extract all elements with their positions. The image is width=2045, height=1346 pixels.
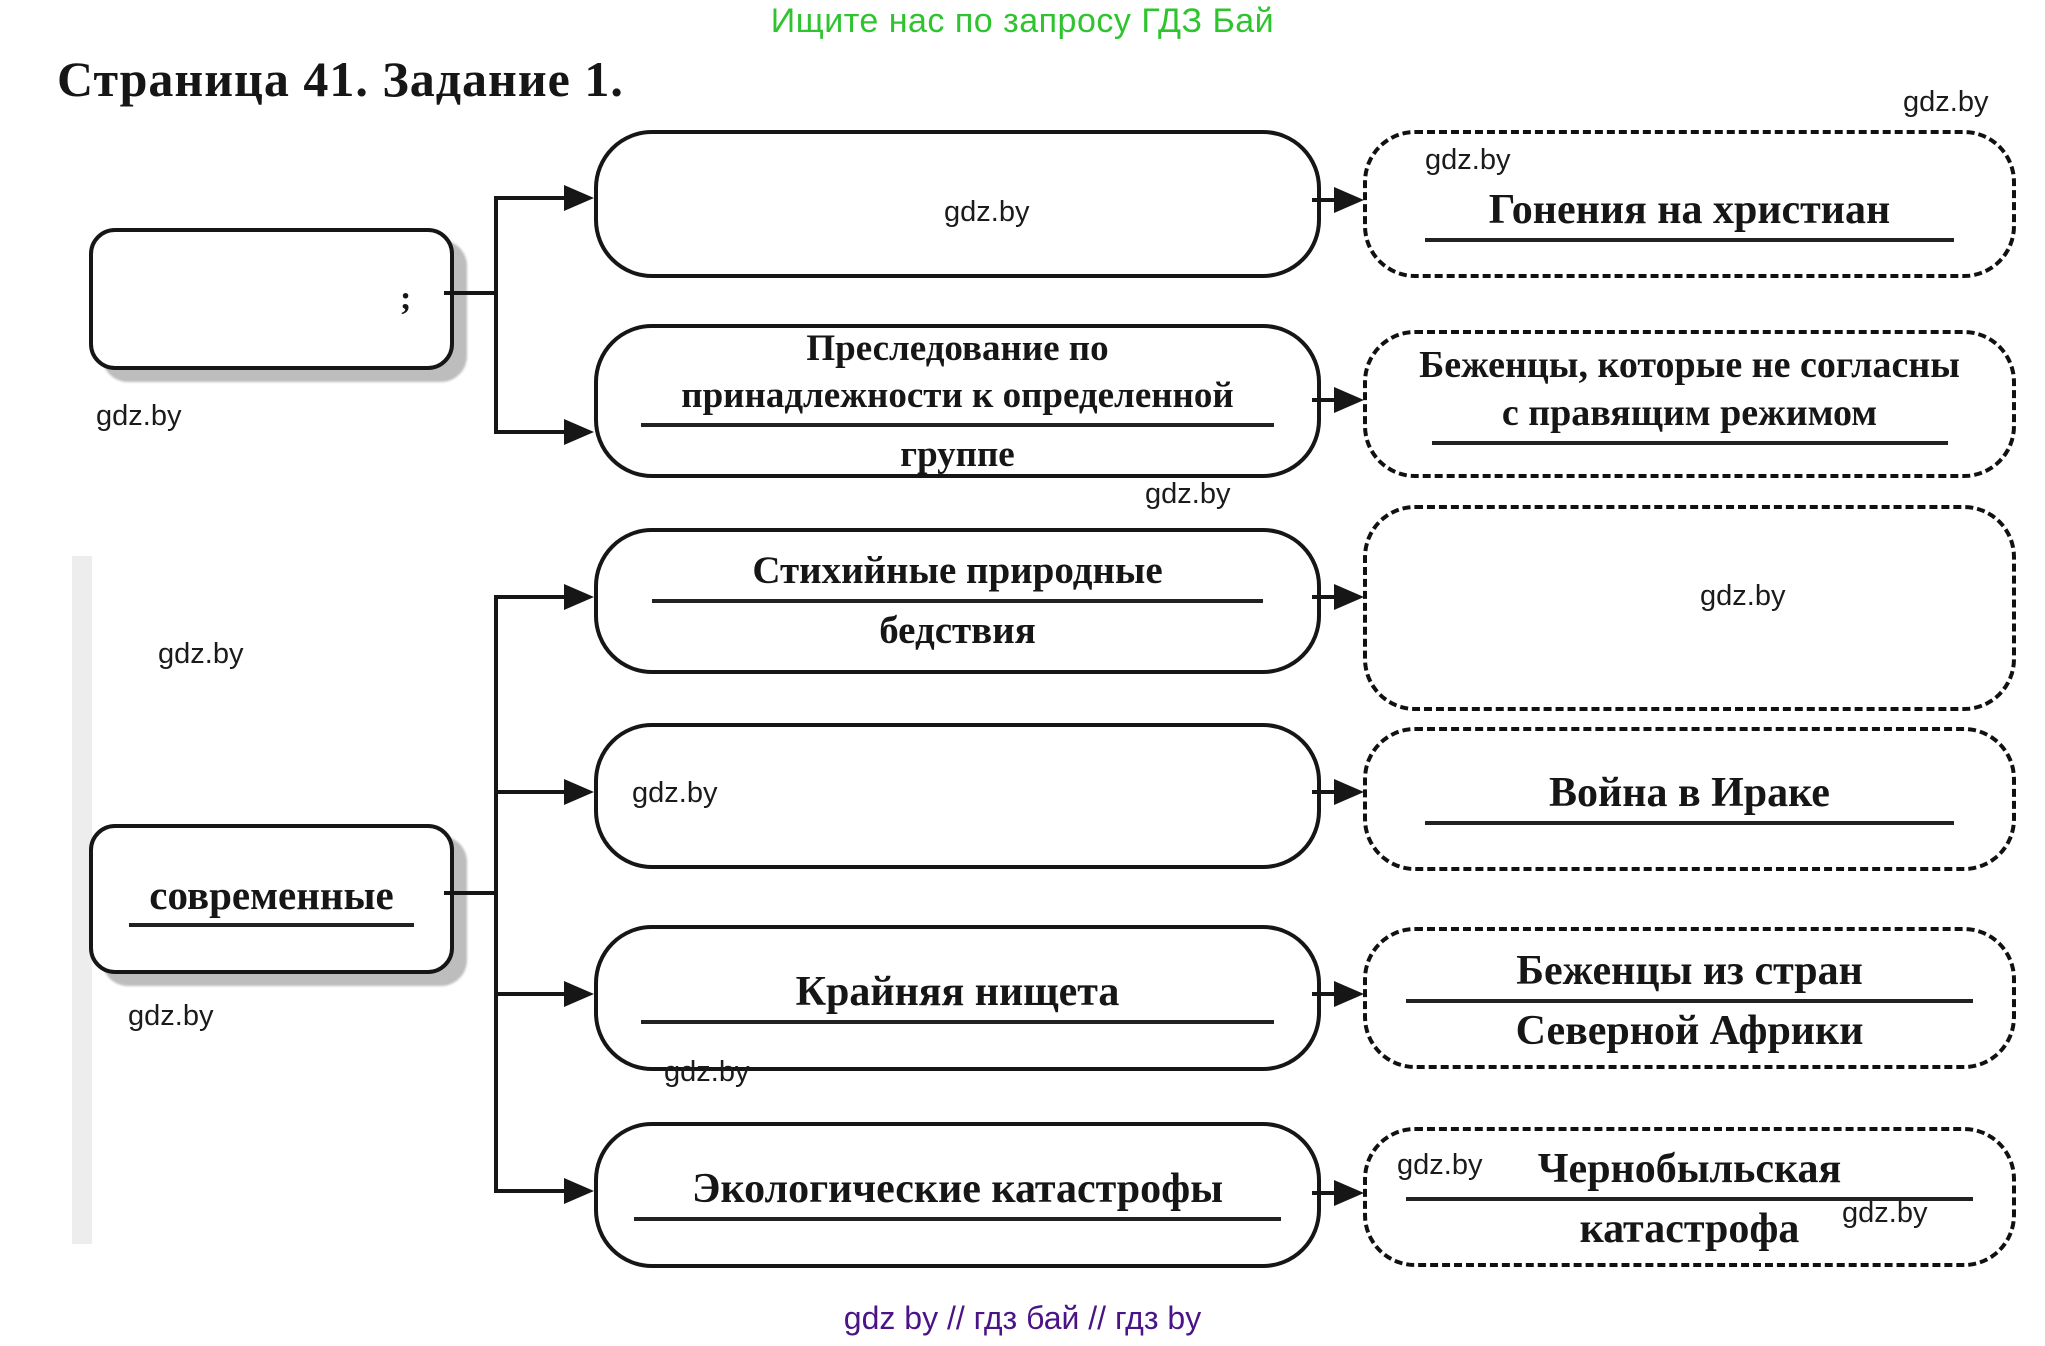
example-box-3-empty: gdz.by: [1363, 505, 2016, 711]
connector-line: [494, 196, 498, 434]
gdz-watermark: gdz.by: [1397, 1149, 1483, 1181]
cause-group-label: [252, 297, 292, 301]
answer-underline: [1425, 238, 1954, 242]
arrowhead-icon: [564, 419, 594, 445]
example-text: с правящим режимом: [1501, 392, 1878, 434]
connector-line: [494, 1189, 568, 1193]
answer-underline: [633, 1217, 1282, 1221]
gdz-watermark: gdz.by: [1425, 144, 1511, 176]
gdz-watermark: gdz.by: [632, 777, 718, 809]
cause-text: группе: [900, 433, 1015, 475]
arrowhead-icon: [564, 1178, 594, 1204]
connector-line: [1312, 595, 1338, 599]
arrowhead-icon: [564, 584, 594, 610]
arrowhead-icon: [564, 185, 594, 211]
gdz-watermark: gdz.by: [1145, 478, 1231, 510]
example-box-1-christians: gdz.by Гонения на христиан: [1363, 130, 2016, 278]
connector-line: [1312, 398, 1338, 402]
answer-underline: [641, 1020, 1274, 1024]
example-text: Северной Африки: [1515, 1008, 1864, 1054]
example-text: Беженцы из стран: [1516, 948, 1863, 994]
cause-text: принадлежности к определенной: [681, 374, 1234, 416]
cause-group-box-modern: современные: [89, 824, 454, 974]
cause-text: Экологические катастрофы: [691, 1166, 1224, 1212]
connector-line: [444, 291, 498, 295]
cause-box-3-natural-disasters: Стихийные природные бедствия: [594, 528, 1321, 674]
scan-artifact: [72, 556, 92, 1244]
example-box-2-regime: Беженцы, которые не согласны с правящим …: [1363, 330, 2016, 478]
connector-line: [494, 430, 568, 434]
answer-underline: [1405, 1197, 1974, 1201]
example-text: катастрофа: [1579, 1206, 1800, 1252]
example-box-6-chernobyl: gdz.by gdz.by Чернобыльская катастрофа: [1363, 1127, 2016, 1267]
gdz-watermark: gdz.by: [664, 1056, 750, 1088]
connector-line: [494, 790, 568, 794]
arrowhead-icon: [1334, 779, 1364, 805]
connector-line: [1312, 992, 1338, 996]
example-box-4-iraq: Война в Ираке: [1363, 727, 2016, 871]
example-text: Беженцы, которые не согласны: [1419, 344, 1960, 386]
cause-box-4-empty: gdz.by: [594, 723, 1321, 869]
connector-line: [494, 196, 568, 200]
connector-line: [494, 595, 498, 1193]
arrowhead-icon: [1334, 981, 1364, 1007]
gdz-watermark: gdz.by: [96, 400, 182, 432]
answer-underline: [1425, 821, 1954, 825]
cause-group-box-empty: [89, 228, 454, 370]
cause-group-label-modern: современные: [129, 871, 414, 927]
connector-line: [494, 595, 568, 599]
example-text: Гонения на христиан: [1488, 187, 1891, 233]
cause-box-6-ecological: Экологические катастрофы: [594, 1122, 1321, 1268]
arrowhead-icon: [564, 981, 594, 1007]
stray-punctuation: ;: [400, 280, 412, 317]
gdz-watermark: gdz.by: [944, 196, 1030, 228]
page-title: Страница 41. Задание 1.: [57, 51, 624, 107]
answer-underline: [1431, 441, 1948, 445]
cause-text: Преследование по: [806, 327, 1109, 369]
answer-underline: [1405, 999, 1974, 1003]
cause-text: бедствия: [879, 609, 1036, 652]
arrowhead-icon: [564, 779, 594, 805]
cause-text: Стихийные природные: [752, 549, 1163, 592]
arrowhead-icon: [1334, 1180, 1364, 1206]
connector-line: [1312, 198, 1338, 202]
connector-line: [444, 891, 498, 895]
example-text: Чернобыльская: [1537, 1146, 1842, 1192]
arrowhead-icon: [1334, 387, 1364, 413]
cause-text: Крайняя нищета: [795, 969, 1120, 1015]
gdz-watermark: gdz.by: [1903, 86, 1989, 118]
arrowhead-icon: [1334, 584, 1364, 610]
example-text: Война в Ираке: [1549, 770, 1830, 816]
answer-underline: [641, 422, 1274, 427]
footer-watermark: gdz by // гдз бай // гдз by: [843, 1300, 1202, 1336]
example-box-5-north-africa: Беженцы из стран Северной Африки: [1363, 927, 2016, 1069]
answer-underline: [651, 599, 1264, 603]
cause-box-2-persecution: Преследование по принадлежности к опреде…: [594, 324, 1321, 478]
arrowhead-icon: [1334, 187, 1364, 213]
connector-line: [494, 992, 568, 996]
cause-box-1-empty: gdz.by: [594, 130, 1321, 278]
gdz-watermark: gdz.by: [1700, 580, 1786, 612]
connector-line: [1312, 790, 1338, 794]
promo-banner: Ищите нас по запросу ГДЗ Бай: [770, 2, 1275, 40]
cause-box-5-poverty: Крайняя нищета: [594, 925, 1321, 1071]
connector-line: [1312, 1191, 1338, 1195]
gdz-watermark: gdz.by: [1842, 1197, 1928, 1229]
gdz-watermark: gdz.by: [128, 1000, 214, 1032]
gdz-watermark: gdz.by: [158, 638, 244, 670]
